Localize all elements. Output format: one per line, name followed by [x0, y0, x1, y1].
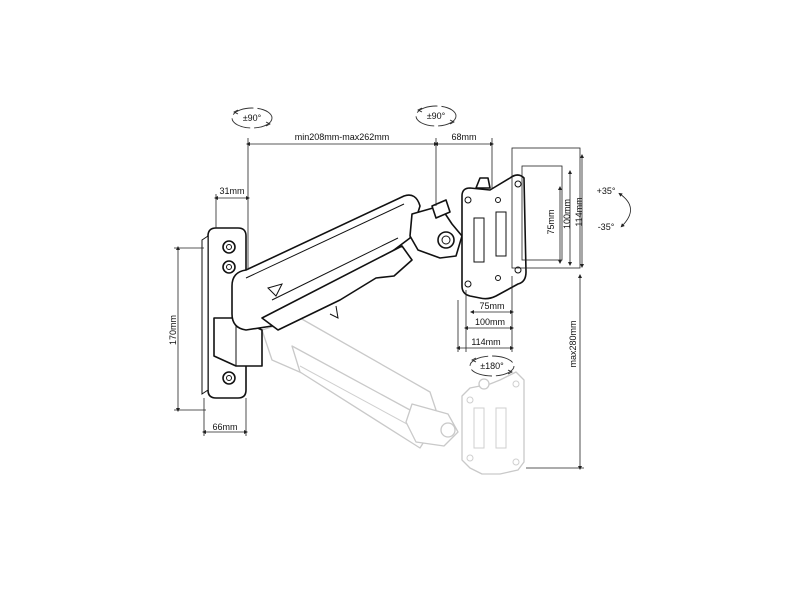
- wall-swivel-badge: ±90°: [231, 107, 273, 129]
- vesa-h75-label: 75mm: [479, 301, 504, 311]
- tilt-badge: +35° -35°: [597, 186, 631, 232]
- ghost-lowered-arm: [261, 317, 459, 449]
- dimension-max-height: max280mm: [526, 274, 584, 470]
- wall-plate: [201, 227, 263, 399]
- wall-swivel-label: ±90°: [243, 113, 262, 123]
- ghost-vesa-plate: [461, 371, 525, 475]
- dimension-plate-height: 170mm: [168, 246, 206, 412]
- max-height-label: max280mm: [568, 320, 578, 367]
- plate-height-label: 170mm: [168, 315, 178, 345]
- vesa-outlines: 75mm 100mm 114mm: [511, 147, 584, 269]
- dimension-arm-length: min208mm-max262mm: [246, 132, 438, 270]
- vesa-h114-label: 114mm: [471, 337, 500, 347]
- head-joint: [409, 199, 463, 259]
- wall-offset-label: 31mm: [219, 186, 244, 196]
- vesa-horizontal-dims: 75mm 100mm 114mm: [456, 276, 514, 352]
- head-swivel-badge: ±90°: [415, 105, 457, 127]
- dimension-head-offset: 68mm: [434, 132, 494, 188]
- vesa-v114-label: 114mm: [574, 197, 584, 226]
- head-offset-label: 68mm: [451, 132, 476, 142]
- tilt-down-label: -35°: [598, 222, 615, 232]
- arm-length-label: min208mm-max262mm: [295, 132, 390, 142]
- rotate-label: ±180°: [480, 361, 504, 371]
- dimension-wall-offset: 31mm: [214, 186, 250, 228]
- vesa-v75-label: 75mm: [546, 209, 556, 234]
- vesa-h100-label: 100mm: [475, 317, 505, 327]
- vesa-v100-label: 100mm: [562, 199, 572, 229]
- tilt-up-label: +35°: [597, 186, 616, 196]
- dimension-plate-width: 66mm: [202, 398, 248, 436]
- head-swivel-label: ±90°: [427, 111, 446, 121]
- plate-width-label: 66mm: [212, 422, 237, 432]
- rotate-badge: ±180°: [469, 355, 515, 377]
- vesa-plate: [461, 174, 527, 300]
- arm-body: [231, 194, 421, 331]
